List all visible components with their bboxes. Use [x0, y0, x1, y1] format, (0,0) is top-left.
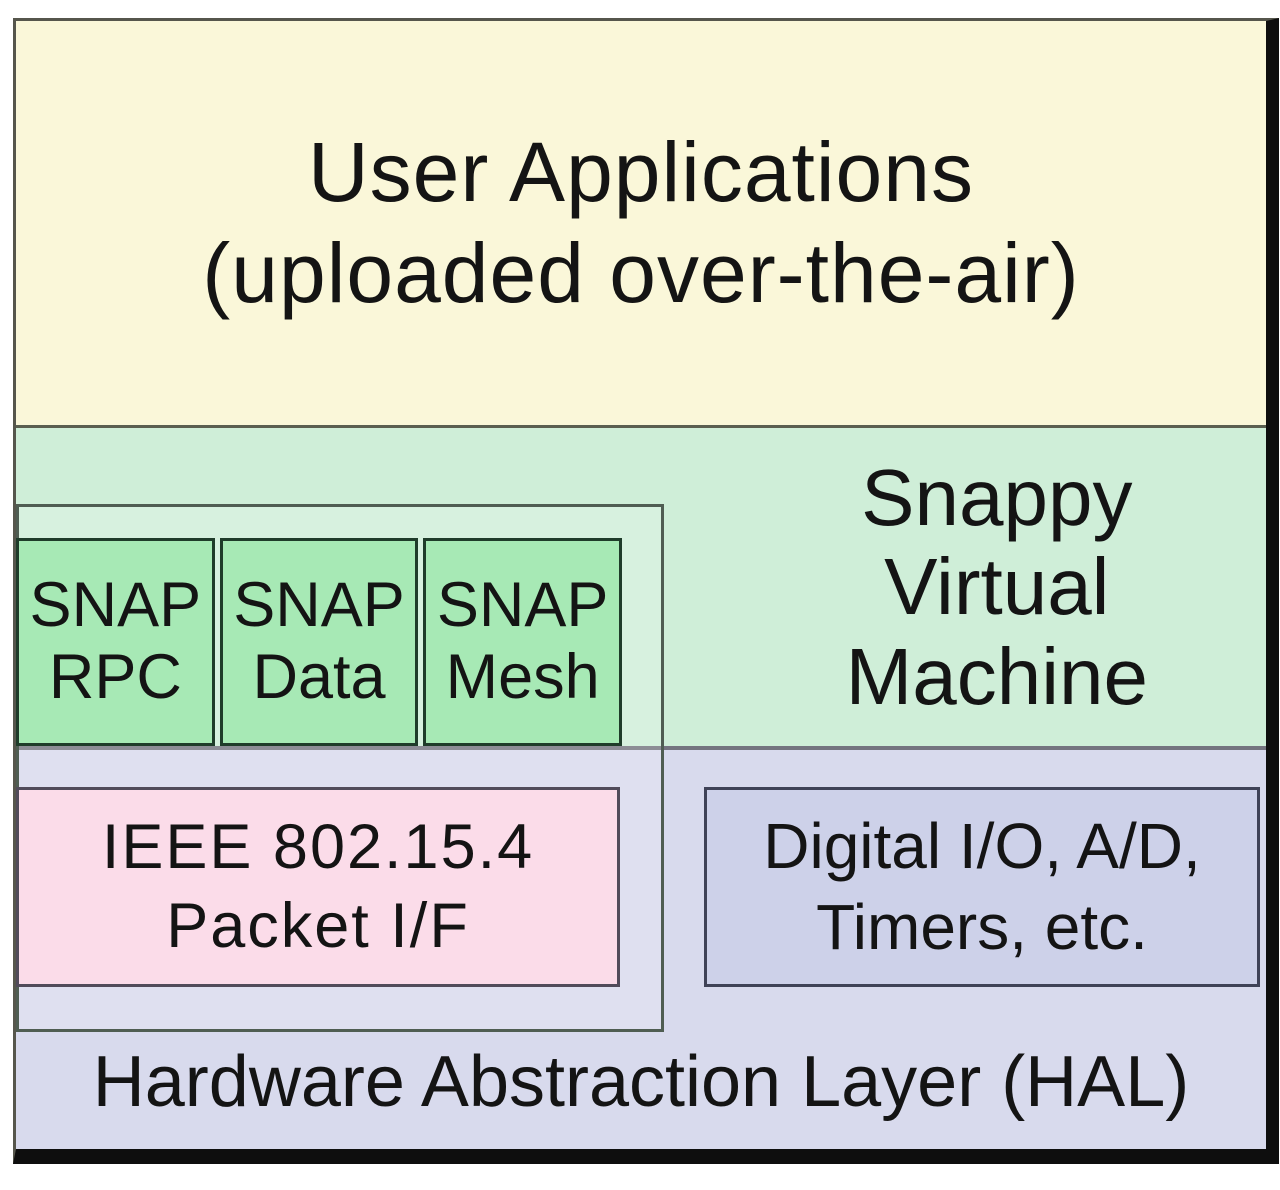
snap-rpc-box: SNAP RPC — [16, 538, 215, 746]
digital-io-line2: Timers, etc. — [816, 891, 1148, 963]
snap-mesh-box: SNAP Mesh — [423, 538, 623, 746]
snappy-vm-line1: Snappy — [861, 452, 1133, 542]
snappy-vm-label: Snappy Virtual Machine — [846, 453, 1148, 722]
ieee-packet-if-line2: Packet I/F — [166, 891, 470, 961]
snap-mesh-line1: SNAP — [436, 570, 609, 641]
snappy-vm-line2: Virtual — [884, 542, 1110, 632]
user-applications-line1: User Applications — [308, 125, 974, 220]
snap-mesh-line2: Mesh — [445, 642, 600, 712]
snap-data-line1: SNAP — [233, 570, 405, 641]
snap-data-line2: Data — [252, 642, 386, 712]
snap-rpc-line2: RPC — [48, 642, 182, 712]
snappy-vm-line3: Machine — [845, 631, 1148, 721]
digital-io-line1: Digital I/O, A/D, — [763, 810, 1201, 883]
user-applications-layer: User Applications (uploaded over-the-air… — [16, 21, 1266, 425]
snap-modules-row: SNAP RPC SNAP Data SNAP Mesh — [16, 538, 623, 746]
snap-data-box: SNAP Data — [219, 538, 419, 746]
ieee-packet-if-box: IEEE 802.15.4 Packet I/F — [16, 787, 620, 987]
hal-label: Hardware Abstraction Layer (HAL) — [92, 1042, 1190, 1122]
digital-io-box: Digital I/O, A/D, Timers, etc. — [704, 787, 1260, 987]
ieee-packet-if-line1: IEEE 802.15.4 — [101, 811, 535, 882]
user-applications-label: User Applications (uploaded over-the-air… — [202, 122, 1079, 324]
diagram-frame: User Applications (uploaded over-the-air… — [13, 18, 1279, 1164]
snap-rpc-line1: SNAP — [29, 570, 202, 641]
user-applications-line2: (uploaded over-the-air) — [202, 226, 1080, 320]
